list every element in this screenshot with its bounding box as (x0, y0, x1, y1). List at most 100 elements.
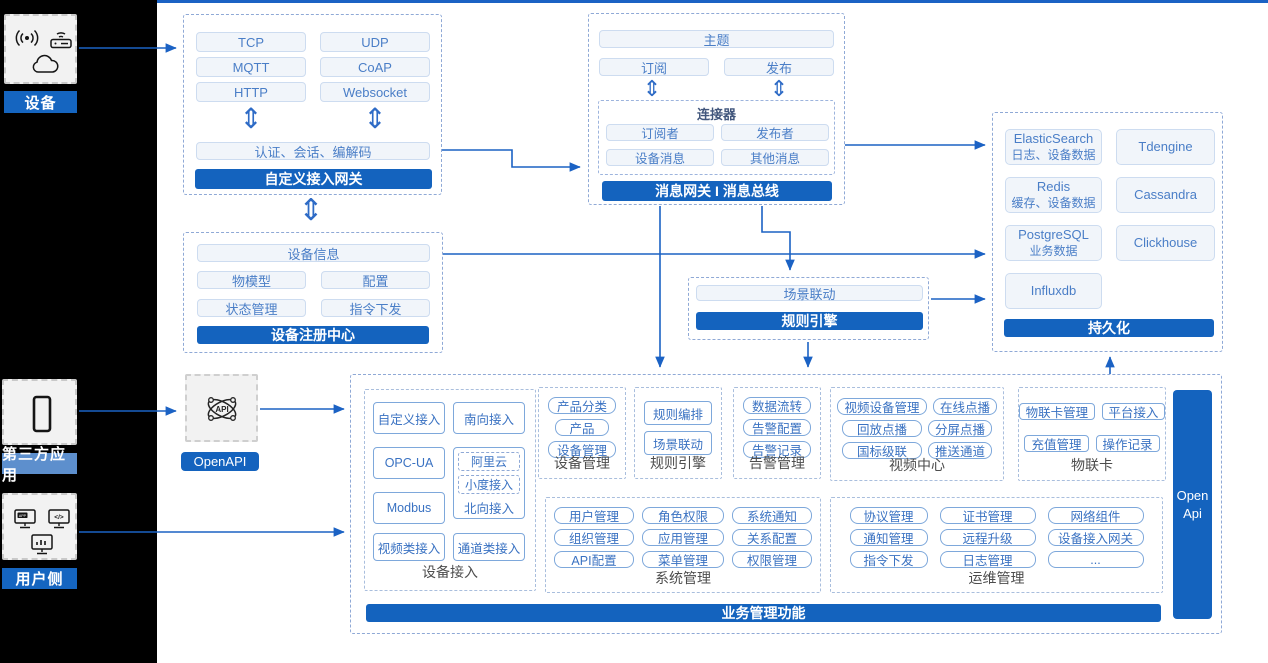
protocol-chip: TCP (196, 32, 306, 52)
publisher-chip: 发布者 (721, 124, 829, 141)
device-label: 设备 (4, 91, 77, 113)
cert-mgmt-chip: 证书管理 (939, 507, 1036, 524)
connector-title: 连接器 (696, 107, 736, 122)
subscriber-chip: 订阅者 (606, 124, 714, 141)
section-label: 系统管理 (655, 570, 711, 586)
user-mgmt-chip: 用户管理 (554, 507, 634, 524)
channel-access-chip: 通道类接入 (453, 533, 525, 561)
updown-arrow-icon: ⇕ (239, 103, 263, 134)
north-access-group: 阿里云 小度接入 北向接入 (453, 447, 525, 519)
section-label: 告警管理 (749, 455, 805, 471)
protocol-mgmt-chip: 协议管理 (849, 507, 928, 524)
thing-model-chip: 物模型 (197, 271, 306, 289)
smartphone-icon (30, 394, 54, 439)
split-screen-chip: 分屏点播 (927, 420, 992, 437)
cassandra-chip: Cassandra (1116, 177, 1215, 213)
topic-chip: 主题 (599, 30, 834, 48)
protocol-chip: HTTP (196, 82, 306, 102)
network-component-chip: 网络组件 (1047, 507, 1144, 524)
svg-text:APP: APP (19, 514, 27, 518)
section-system-mgmt: 用户管理 角色权限 系统通知 组织管理 应用管理 关系配置 API配置 菜单管理… (545, 497, 821, 593)
section-label: 设备管理 (554, 455, 610, 471)
section-label: 运维管理 (968, 570, 1025, 586)
section-label: 设备接入 (422, 564, 478, 580)
push-channel-chip: 推送通道 (927, 442, 992, 459)
device-access-gateway-chip: 设备接入网关 (1047, 529, 1144, 546)
updown-arrow-icon: ⇕ (298, 194, 324, 227)
influxdb-chip: Influxdb (1005, 273, 1102, 309)
scene-linkage-chip: 场景联动 (696, 285, 923, 302)
cloud-icon (29, 54, 61, 81)
relation-config-chip: 关系配置 (732, 529, 812, 546)
section-device-mgmt: 产品分类 产品 设备管理 设备管理 (538, 387, 626, 479)
section-alarm-mgmt: 数据流转 告警配置 告警记录 告警管理 (733, 387, 821, 479)
config-chip: 配置 (321, 271, 430, 289)
device-registry-title-bar: 设备注册中心 (197, 326, 429, 344)
notice-mgmt-chip: 通知管理 (849, 529, 928, 546)
aliyun-chip: 阿里云 (458, 452, 520, 471)
message-bus-box: 主题 订阅 发布 ⇕ ⇕ 连接器 订阅者 发布者 设备消息 其他消息 消息网关 … (588, 13, 845, 205)
recharge-mgmt-chip: 充值管理 (1024, 435, 1089, 452)
clickhouse-chip: Clickhouse (1116, 225, 1215, 261)
open-api-side-bar: Open Api (1173, 390, 1212, 619)
rule-engine-box: 场景联动 规则引擎 (688, 277, 929, 340)
message-bus-title-bar: 消息网关 I 消息总线 (602, 181, 832, 201)
xiaodu-access-chip: 小度接入 (458, 475, 520, 494)
tdengine-chip: Tdengine (1116, 129, 1215, 165)
api-config-chip: API配置 (554, 551, 634, 568)
api-atom-icon: API (200, 389, 244, 434)
log-mgmt-chip: 日志管理 (939, 551, 1036, 568)
section-rule-engine: 规则编排 场景联动 规则引擎 (634, 387, 722, 479)
protocol-chip: MQTT (196, 57, 306, 77)
custom-gateway-title-bar: 自定义接入网关 (195, 169, 432, 189)
third-party-source-box (2, 379, 77, 445)
chart-screen-icon (30, 533, 54, 562)
device-source-box (4, 14, 77, 84)
online-play-chip: 在线点播 (932, 398, 997, 415)
custom-gateway-box: TCP UDP MQTT CoAP HTTP Websocket ⇕ ⇕ 认证、… (183, 14, 442, 195)
third-party-label: 第三方应用 (2, 446, 77, 484)
role-permission-chip: 角色权限 (642, 507, 724, 524)
alarm-record-chip: 告警记录 (743, 441, 811, 458)
product-chip: 产品 (555, 419, 609, 436)
section-ops-mgmt: 协议管理 证书管理 网络组件 通知管理 远程升级 设备接入网关 指令下发 日志管… (830, 497, 1163, 593)
gb-cascade-chip: 国标级联 (841, 442, 922, 459)
section-label: 物联卡 (1071, 457, 1113, 473)
section-device-access: 自定义接入 南向接入 OPC-UA 阿里云 小度接入 北向接入 Modbus 视… (364, 389, 536, 591)
updown-arrow-icon: ⇕ (642, 76, 662, 101)
wireless-signal-icon (14, 28, 40, 53)
modbus-chip: Modbus (373, 492, 445, 524)
video-access-chip: 视频类接入 (373, 533, 445, 561)
section-label: 视频中心 (889, 457, 945, 473)
data-flow-chip: 数据流转 (743, 397, 811, 414)
opc-ua-chip: OPC-UA (373, 447, 445, 479)
section-label: 规则引擎 (650, 455, 706, 471)
product-category-chip: 产品分类 (548, 397, 616, 414)
other-message-chip: 其他消息 (721, 149, 829, 166)
protocol-chip: UDP (320, 32, 430, 52)
updown-arrow-icon: ⇕ (363, 103, 387, 134)
device-mgmt-chip: 设备管理 (548, 441, 616, 458)
protocol-chip: CoAP (320, 57, 430, 77)
business-box: 自定义接入 南向接入 OPC-UA 阿里云 小度接入 北向接入 Modbus 视… (350, 374, 1222, 634)
subscribe-chip: 订阅 (599, 58, 709, 76)
openapi-box: API (185, 374, 258, 442)
scene-linkage-chip: 场景联动 (644, 431, 712, 455)
section-video-center: 视频设备管理 在线点播 回放点播 分屏点播 国标级联 推送通道 视频中心 (830, 387, 1004, 481)
router-icon (48, 26, 74, 55)
svg-text:API: API (215, 405, 228, 414)
updown-arrow-icon: ⇕ (769, 76, 789, 101)
org-mgmt-chip: 组织管理 (554, 529, 634, 546)
permission-mgmt-chip: 权限管理 (732, 551, 812, 568)
remote-upgrade-chip: 远程升级 (939, 529, 1036, 546)
iot-card-mgmt-chip: 物联卡管理 (1019, 403, 1095, 420)
menu-mgmt-chip: 菜单管理 (642, 551, 724, 568)
playback-chip: 回放点播 (841, 420, 922, 437)
device-info-chip: 设备信息 (197, 244, 430, 262)
platform-access-chip: 平台接入 (1101, 403, 1165, 420)
section-iot-card: 物联卡管理 平台接入 充值管理 操作记录 物联卡 (1018, 387, 1166, 481)
